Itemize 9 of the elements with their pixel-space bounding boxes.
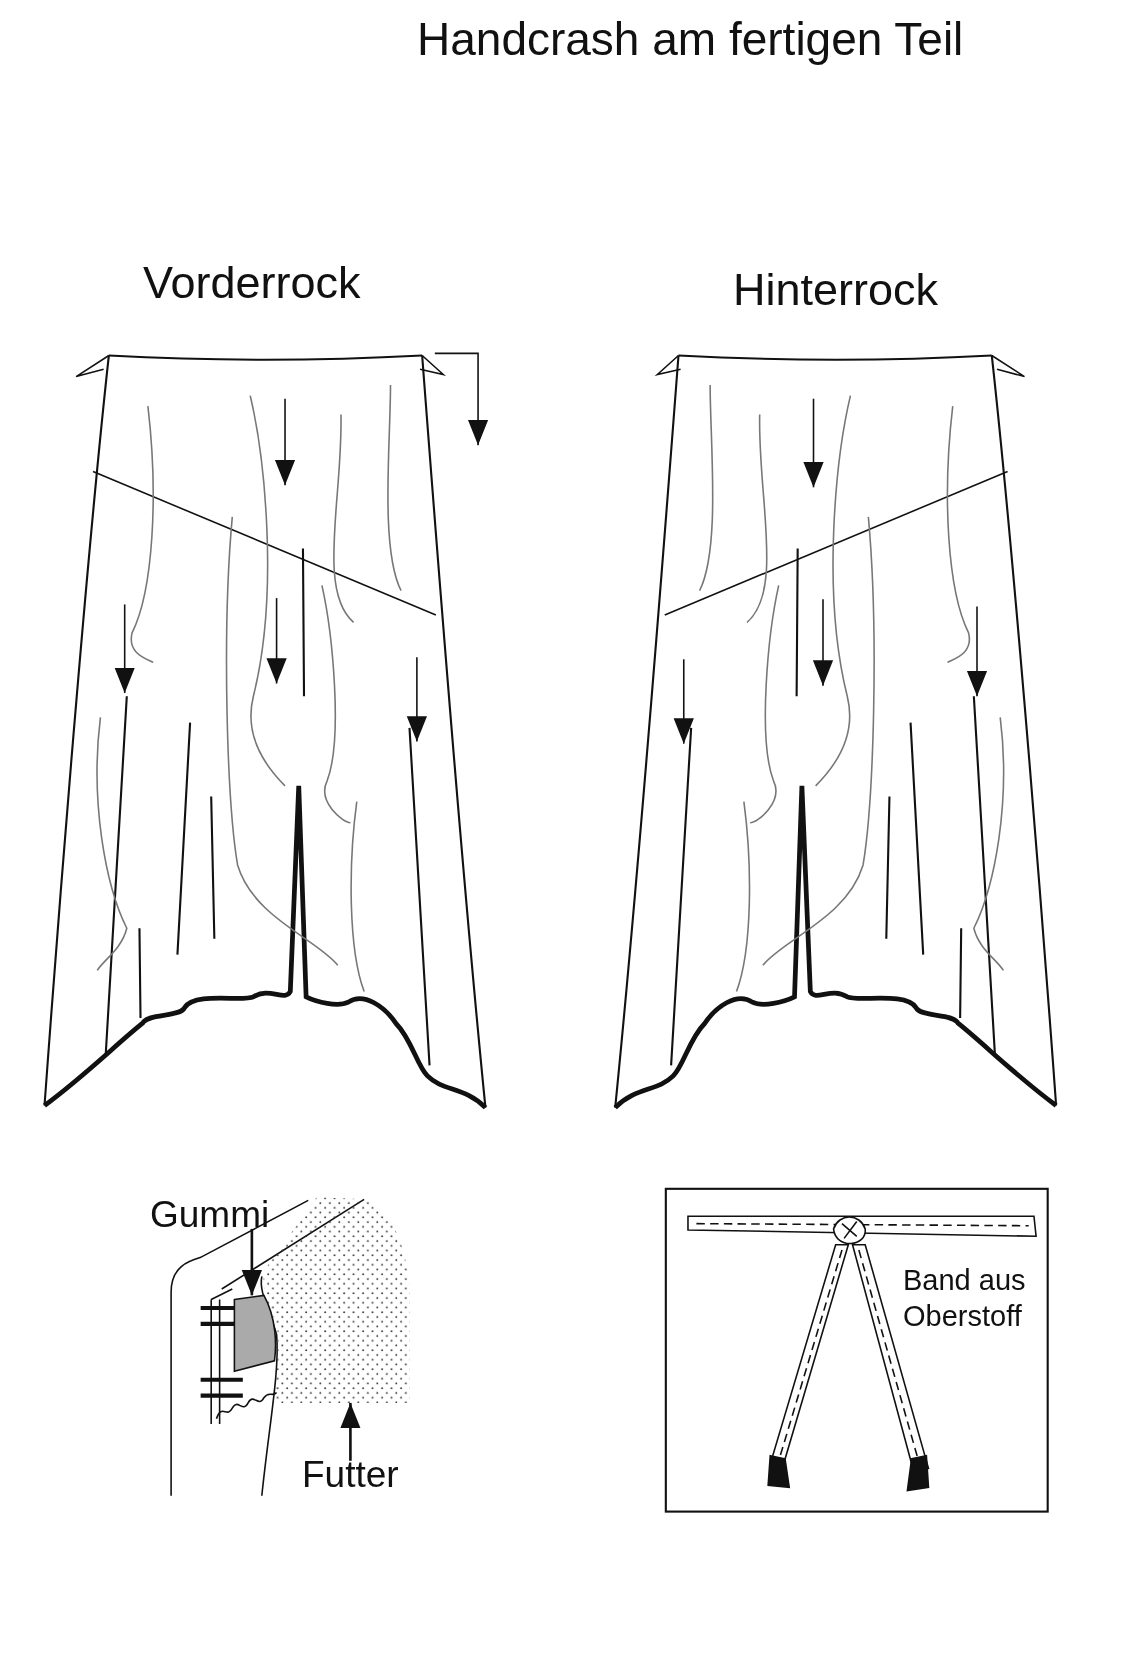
leader-arrow [241, 1228, 262, 1296]
note: Band aus Oberstoff [903, 1263, 1027, 1335]
elastic-band-area [233, 1294, 277, 1373]
title: Handcrash am fertigen Teil [417, 14, 964, 65]
heading: Hinterrock [733, 265, 939, 315]
leader-arrow [340, 1402, 361, 1461]
callout-label: Futter [302, 1455, 399, 1496]
heading: Vorderrock [143, 258, 361, 308]
callout-label: Gummi [150, 1195, 270, 1236]
